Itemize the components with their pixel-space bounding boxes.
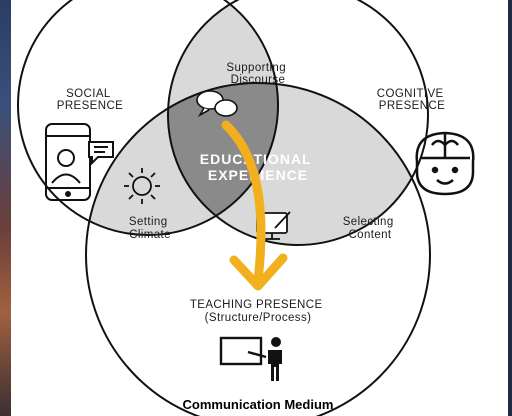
brain-face-icon xyxy=(415,131,475,196)
left-photo-edge xyxy=(0,0,11,416)
cognitive-presence-label: COGNITIVE PRESENCE xyxy=(377,88,447,112)
teaching-presence-circle xyxy=(85,82,431,416)
teacher-whiteboard-icon xyxy=(219,336,282,381)
supporting-discourse-label: Supporting Discourse xyxy=(226,62,289,86)
communication-medium-label: Communication Medium xyxy=(183,397,334,412)
right-edge xyxy=(508,0,512,416)
chat-bubbles-icon xyxy=(196,90,238,118)
teaching-presence-label: TEACHING PRESENCE (Structure/Process) xyxy=(190,299,326,324)
selecting-content-label: Selecting Content xyxy=(343,216,398,241)
social-presence-circle xyxy=(17,0,279,236)
cognitive-presence-circle xyxy=(167,0,429,246)
setting-climate-label: Setting Climate xyxy=(129,216,171,241)
social-presence-label: SOCIAL PRESENCE xyxy=(57,88,123,112)
overlap-social-teaching xyxy=(86,83,278,235)
educational-experience-label: EDUCATIONAL EXPERIENCE xyxy=(200,151,316,183)
curved-arrow-icon xyxy=(221,120,288,291)
smartphone-user-icon xyxy=(45,123,114,201)
sun-icon xyxy=(124,168,160,204)
